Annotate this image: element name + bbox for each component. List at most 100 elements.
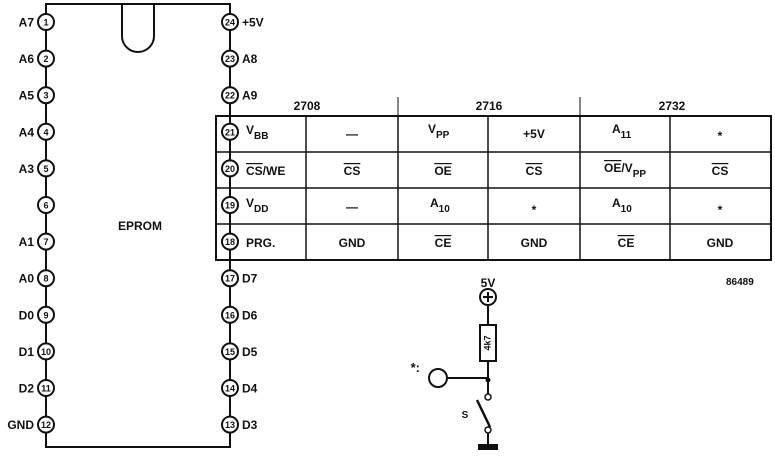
pin-circle xyxy=(37,269,55,288)
pin-circle xyxy=(221,305,239,324)
pin-number: 10 xyxy=(41,347,51,357)
pin-label: D3 xyxy=(242,418,258,432)
cell-2732-a-ce: CE xyxy=(618,236,635,250)
cell-2716-b-cs: CS xyxy=(526,164,543,178)
pin-label: A3 xyxy=(19,162,35,176)
pin-circle xyxy=(221,13,239,31)
figure-number: 86489 xyxy=(726,277,754,288)
pin-label: D4 xyxy=(242,382,258,396)
resistor-label: 4k7 xyxy=(482,335,492,350)
pin-label: D6 xyxy=(242,308,258,322)
cell-2732-b-star: * xyxy=(718,129,723,143)
pin-circle xyxy=(221,196,239,214)
pin-number: 1 xyxy=(43,18,48,28)
pin-circle xyxy=(37,415,55,434)
pin-label: D0 xyxy=(19,308,35,322)
pin-circle xyxy=(221,49,239,68)
pin-label: A7 xyxy=(19,16,35,30)
pin-number: 12 xyxy=(41,420,51,430)
pin-label: A5 xyxy=(19,89,35,103)
cell-2716-b-5v: +5V xyxy=(523,127,545,141)
pin-circle xyxy=(221,122,239,141)
cell-2716-a-oe: OE xyxy=(434,164,451,178)
cell-2716-a-ce: CE xyxy=(435,236,452,250)
cell-2732-a-a10: A10 xyxy=(612,196,632,215)
pin-circle xyxy=(221,342,239,361)
pin-circle xyxy=(37,13,55,31)
variant-table: 2708 2716 2732 VBB — VPP +5V A11 * CS/WE… xyxy=(215,97,772,261)
chip-notch xyxy=(121,4,155,53)
cell-2708-a-dash-2: — xyxy=(346,200,358,214)
pin-circle xyxy=(221,415,239,434)
pin-circle xyxy=(37,49,55,68)
pin-circle xyxy=(37,232,55,251)
pin-number: 15 xyxy=(225,347,235,357)
pin-label: A1 xyxy=(19,235,35,249)
pin-label: A0 xyxy=(19,272,35,286)
pin-circle xyxy=(37,342,55,361)
pin-label: D5 xyxy=(242,345,258,359)
cell-2708-a-gnd: GND xyxy=(339,236,366,250)
pin-label: D7 xyxy=(242,272,258,286)
cell-2732-b-cs: CS xyxy=(712,164,729,178)
cell-2732-b-gnd: GND xyxy=(707,236,734,250)
switch-icon xyxy=(475,399,492,428)
pin-number: 13 xyxy=(225,420,235,430)
input-label: *: xyxy=(411,360,420,375)
pin-circle xyxy=(37,86,55,105)
pin-circle xyxy=(37,122,55,141)
pin-circle xyxy=(37,196,55,214)
pin-circle xyxy=(37,379,55,397)
pin-circle xyxy=(221,159,239,178)
row-pin-cs-we: CS/WE xyxy=(246,164,285,178)
cell-2716-a-vpp: VPP xyxy=(428,122,450,141)
pin-label: A9 xyxy=(242,89,258,103)
pin-number: 6 xyxy=(43,201,48,211)
switch-contact-icon xyxy=(484,426,492,434)
row-pin-prg: PRG. xyxy=(246,236,275,250)
switch-contact-icon xyxy=(484,393,492,401)
row-pin-vdd: VDD xyxy=(246,196,268,215)
pin-number: 8 xyxy=(43,274,48,284)
switch-label: S xyxy=(462,410,469,421)
pin-circle xyxy=(221,269,239,288)
group-header-2708: 2708 xyxy=(294,99,321,113)
pin-circle xyxy=(221,379,239,397)
pin-number: 16 xyxy=(225,310,235,320)
cell-2716-b-gnd: GND xyxy=(521,236,548,250)
ground-icon xyxy=(478,444,498,450)
pin-circle xyxy=(221,232,239,251)
cell-2732-a-a11: A11 xyxy=(612,122,632,141)
group-header-2716: 2716 xyxy=(476,99,503,113)
row-pin-vbb: VBB xyxy=(246,123,268,142)
pin-number: 17 xyxy=(225,274,235,284)
pin-number: 5 xyxy=(43,164,48,174)
cell-2716-a-a10: A10 xyxy=(430,196,450,215)
pin-label: GND xyxy=(7,418,34,432)
pin-number: 3 xyxy=(43,91,48,101)
pullup-circuit: 5V 4k7 *: S xyxy=(411,276,498,450)
pin-label: D1 xyxy=(19,345,35,359)
cell-2732-b-star-2: * xyxy=(718,203,723,217)
pin-number: 7 xyxy=(43,237,48,247)
pin-number: 23 xyxy=(225,54,235,64)
pin-label: A8 xyxy=(242,52,258,66)
pin-number: 14 xyxy=(225,384,235,394)
pin-number: 22 xyxy=(225,91,235,101)
pin-number: 24 xyxy=(225,18,235,28)
pin-number: 9 xyxy=(43,310,48,320)
cell-2716-b-star: * xyxy=(532,203,537,217)
chip-body xyxy=(45,3,231,448)
cell-2708-a-dash: — xyxy=(346,127,358,141)
group-header-2732: 2732 xyxy=(659,99,686,113)
pin-circle xyxy=(37,159,55,178)
supply-label: 5V xyxy=(481,276,496,290)
pin-number: 21 xyxy=(225,127,235,137)
chip-label: EPROM xyxy=(118,219,162,233)
pin-number: 18 xyxy=(225,237,235,247)
pin-number: 19 xyxy=(225,201,235,211)
pin-circle xyxy=(37,305,55,324)
